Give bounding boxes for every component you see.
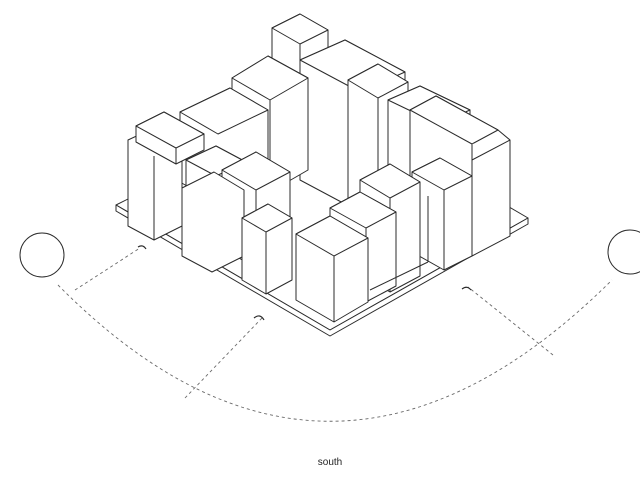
- sight-line-west: [74, 247, 141, 291]
- building-tower-northwest: [231, 55, 309, 193]
- building-block-south-small: [241, 203, 293, 295]
- viewpoint-circle-east: [607, 229, 640, 275]
- viewpoint-marker-south: [253, 315, 265, 321]
- sight-line-east: [467, 286, 554, 356]
- viewpoint-marker-east: [461, 286, 472, 291]
- viewpoint-circle-west: [19, 232, 65, 278]
- building-block-west-stepped: [127, 111, 205, 241]
- viewpoint-marker-west: [137, 245, 147, 250]
- building-block-southwest: [181, 171, 245, 273]
- view-arc: [57, 279, 613, 422]
- direction-label-south: south: [317, 457, 343, 468]
- site-base-edge: [115, 204, 529, 337]
- sight-line-south: [184, 317, 263, 399]
- building-block-east-low: [411, 157, 473, 271]
- building-block-south-front: [295, 215, 369, 323]
